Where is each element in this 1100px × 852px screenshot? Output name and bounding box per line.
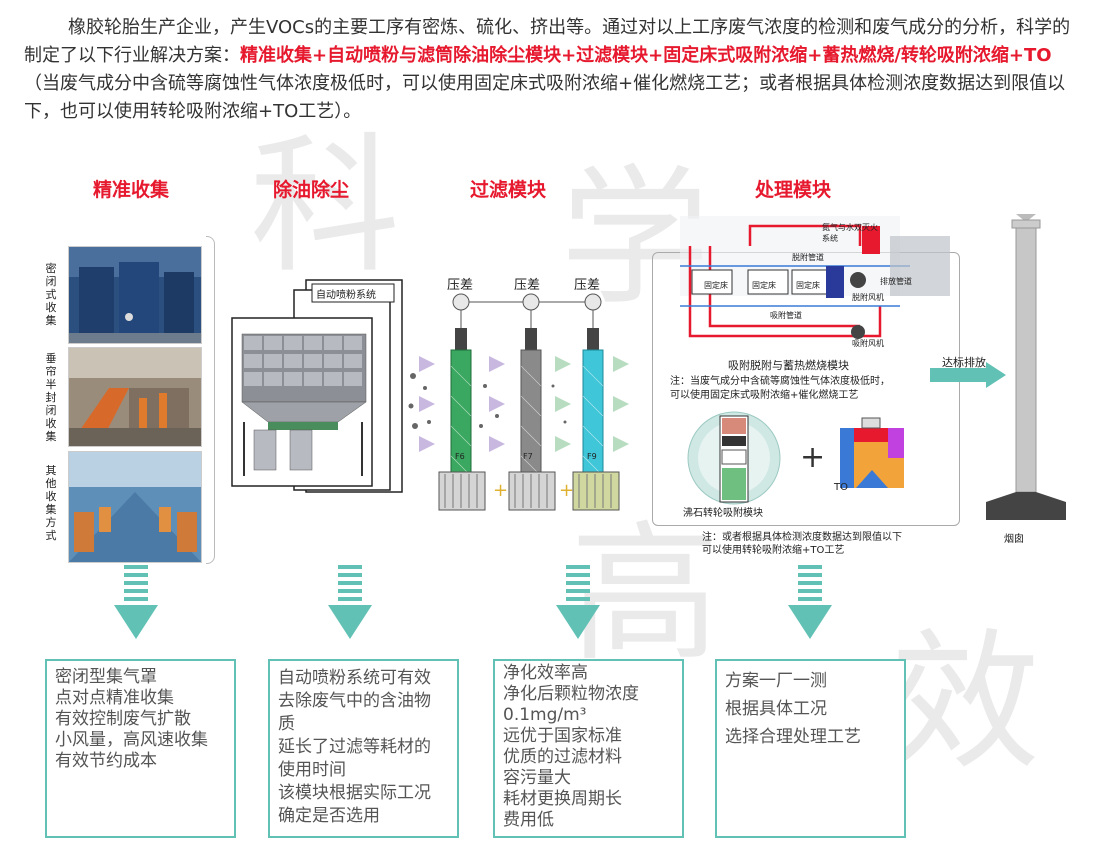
grade-f6: F6 bbox=[455, 452, 465, 461]
spray-system-label: 自动喷粉系统 bbox=[316, 290, 376, 301]
watermark-char-1: 科 bbox=[250, 120, 401, 294]
pressure-label-2: 压差 bbox=[514, 278, 541, 293]
label-bed-3: 固定床 bbox=[796, 281, 820, 290]
down-arrow-icon-2 bbox=[328, 565, 372, 639]
box-filter-line: 容污量大 bbox=[503, 768, 571, 788]
chimney-label: 烟囱 bbox=[1004, 534, 1024, 545]
box-collect-line: 小风量，高风速收集 bbox=[55, 730, 208, 750]
box-filter-line: 净化效率高 bbox=[503, 663, 588, 683]
to-furnace-diagram bbox=[840, 417, 904, 488]
watermark-char-4: 效 bbox=[890, 616, 1041, 790]
label-bed-2: 固定床 bbox=[752, 281, 776, 290]
box-filter-line: 耗材更换周期长 bbox=[503, 789, 622, 809]
box-dust-line: 质 bbox=[278, 714, 295, 734]
to-label: TO bbox=[834, 482, 848, 493]
box-filter-line: 净化后颗粒物浓度 bbox=[503, 684, 639, 704]
treat-note1-line2: 可以使用固定床式吸附浓缩+催化燃烧工艺 bbox=[670, 390, 859, 401]
label-curtain-collect: 垂帘半封闭收集 bbox=[45, 352, 57, 443]
plus-icon: + bbox=[493, 480, 508, 501]
photo-closed-collection bbox=[68, 246, 202, 344]
fan-icon bbox=[850, 272, 866, 288]
plus-icon: + bbox=[559, 480, 574, 501]
title-filter: 过滤模块 bbox=[470, 179, 547, 201]
down-arrow-icon-1 bbox=[114, 565, 158, 639]
dust-collector-diagram bbox=[231, 279, 403, 493]
chimney-diagram bbox=[986, 214, 1066, 520]
box-collect-line: 点对点精准收集 bbox=[55, 688, 174, 708]
grade-f7: F7 bbox=[523, 452, 533, 461]
label-desorb-fan: 脱附风机 bbox=[852, 293, 884, 302]
intro-text-1: 橡胶轮胎生产企业，产生VOCs的主要工序有密炼、硫化、挤出等。通过对以上工序废气… bbox=[24, 17, 1071, 66]
box-treat-line: 根据具体工况 bbox=[725, 699, 827, 719]
grade-f9: F9 bbox=[587, 452, 597, 461]
rotor-label: 沸石转轮吸附模块 bbox=[683, 508, 763, 519]
box-dust-line: 使用时间 bbox=[278, 760, 346, 780]
intro-solution-highlight: 精准收集+自动喷粉与滤筒除油除尘模块+过滤模块+固定床式吸附浓缩+蓄热燃烧/转轮… bbox=[240, 45, 1052, 66]
box-filter-line: 远优于国家标准 bbox=[503, 726, 622, 746]
fan-icon bbox=[851, 325, 865, 339]
box-treat: 方案一厂一测 根据具体工况 选择合理处理工艺 bbox=[715, 659, 906, 838]
box-dust: 自动喷粉系统可有效 去除废气中的含油物 质 延长了过滤等耗材的 使用时间 该模块… bbox=[268, 659, 459, 838]
box-dust-line: 自动喷粉系统可有效 bbox=[278, 668, 431, 688]
photo-other-collection bbox=[68, 451, 202, 563]
box-dust-line: 延长了过滤等耗材的 bbox=[278, 737, 431, 757]
label-adsorb-pipe: 吸附管道 bbox=[770, 311, 802, 320]
box-collect: 密闭型集气罩 点对点精准收集 有效控制废气扩散 小风量，高风速收集 有效节约成本 bbox=[45, 659, 236, 838]
intro-text-2: （当废气成分中含硫等腐蚀性气体浓度极低时，可以使用固定床式吸附浓缩+催化燃烧工艺… bbox=[24, 73, 1066, 122]
zeolite-rotor-diagram bbox=[687, 411, 781, 505]
label-bed-1: 固定床 bbox=[704, 281, 728, 290]
treat-caption: 吸附脱附与蓄热燃烧模块 bbox=[728, 359, 849, 372]
label-other-collect: 其他收集方式 bbox=[45, 464, 57, 542]
box-collect-line: 有效控制废气扩散 bbox=[55, 709, 191, 729]
box-dust-line: 该模块根据实际工况 bbox=[278, 783, 431, 803]
intro-paragraph: 橡胶轮胎生产企业，产生VOCs的主要工序有密炼、硫化、挤出等。通过对以上工序废气… bbox=[24, 14, 1084, 126]
down-arrow-icon-4 bbox=[788, 565, 832, 639]
treat-note2-line2: 可以使用转轮吸附浓缩+TO工艺 bbox=[702, 545, 845, 556]
box-filter-line: 优质的过滤材料 bbox=[503, 747, 622, 767]
box-collect-line: 密闭型集气罩 bbox=[55, 667, 157, 687]
box-dust-line: 去除废气中的含油物 bbox=[278, 691, 431, 711]
label-fire-system: 氮气与水双灭火系统 bbox=[822, 223, 878, 243]
box-dust-line: 确定是否选用 bbox=[278, 806, 380, 826]
label-closed-collect: 密闭式收集 bbox=[45, 262, 57, 327]
photo-curtain-collection bbox=[68, 347, 202, 447]
title-collect: 精准收集 bbox=[93, 179, 170, 201]
box-filter-line: 0.1mg/m³ bbox=[503, 705, 587, 725]
airflow-arrow-icons bbox=[419, 356, 505, 452]
pressure-label-1: 压差 bbox=[447, 278, 474, 293]
box-collect-line: 有效节约成本 bbox=[55, 751, 157, 771]
label-adsorb-fan: 吸附风机 bbox=[852, 339, 884, 348]
treat-note1-line1: 注：当废气成分中含硫等腐蚀性气体浓度极低时， bbox=[670, 376, 890, 387]
box-filter: 净化效率高 净化后颗粒物浓度 0.1mg/m³ 远优于国家标准 优质的过滤材料 … bbox=[493, 659, 684, 838]
box-treat-line: 选择合理处理工艺 bbox=[725, 727, 861, 747]
label-desorb-pipe: 脱附管道 bbox=[792, 253, 824, 262]
box-treat-line: 方案一厂一测 bbox=[725, 671, 827, 691]
plus-icon: + bbox=[800, 440, 826, 475]
title-treat: 处理模块 bbox=[755, 179, 832, 201]
label-exhaust-pipe: 排放管道 bbox=[880, 277, 912, 286]
treat-note2-line1: 注：或者根据具体检测浓度数据达到限值以下 bbox=[702, 532, 902, 543]
box-filter-line: 费用低 bbox=[503, 810, 554, 830]
discharge-arrow-icon bbox=[930, 362, 1006, 388]
filter-diagram: + + bbox=[408, 293, 629, 511]
title-dust: 除油除尘 bbox=[273, 179, 350, 201]
down-arrow-icon-3 bbox=[556, 565, 600, 639]
particle-dots bbox=[408, 373, 567, 429]
collect-bracket bbox=[206, 236, 215, 564]
adsorption-diagram bbox=[680, 216, 950, 339]
discharge-label: 达标排放 bbox=[942, 356, 986, 369]
pressure-label-3: 压差 bbox=[574, 278, 601, 293]
